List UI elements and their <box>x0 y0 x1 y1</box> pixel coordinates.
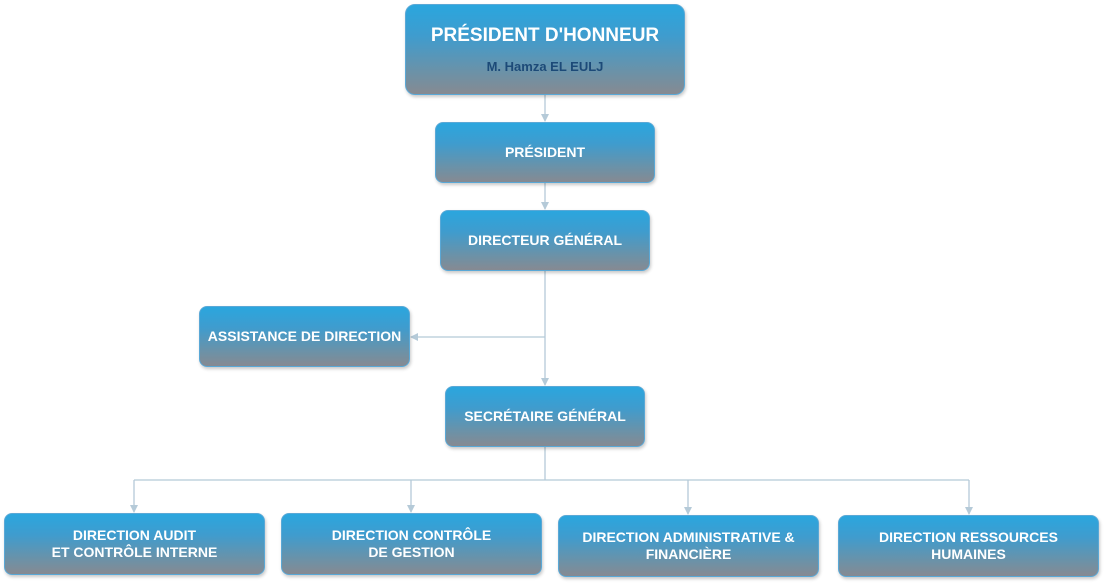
node-secretaire-general: SECRÉTAIRE GÉNÉRAL <box>445 386 645 447</box>
node-direction-administrative-financiere: DIRECTION ADMINISTRATIVE & FINANCIÈRE <box>558 515 819 577</box>
node-president: PRÉSIDENT <box>435 122 655 183</box>
node-direction-ressources-humaines-label: DIRECTION RESSOURCES HUMAINES <box>879 529 1058 562</box>
node-direction-controle-gestion: DIRECTION CONTRÔLE DE GESTION <box>281 513 542 575</box>
node-directeur-general-label: DIRECTEUR GÉNÉRAL <box>467 232 622 248</box>
node-directeur-general: DIRECTEUR GÉNÉRAL <box>440 210 650 271</box>
node-assistance-direction: ASSISTANCE DE DIRECTION <box>199 306 410 367</box>
node-direction-controle-gestion-label: DIRECTION CONTRÔLE DE GESTION <box>331 527 492 560</box>
node-president-honneur-name: M. Hamza EL EULJ <box>486 59 604 74</box>
node-president-honneur: PRÉSIDENT D'HONNEUR M. Hamza EL EULJ <box>405 4 685 95</box>
node-president-honneur-title: PRÉSIDENT D'HONNEUR <box>430 25 660 46</box>
node-secretaire-general-label: SECRÉTAIRE GÉNÉRAL <box>464 408 626 424</box>
node-direction-audit-label: DIRECTION AUDIT ET CONTRÔLE INTERNE <box>51 527 218 560</box>
node-direction-administrative-financiere-label: DIRECTION ADMINISTRATIVE & FINANCIÈRE <box>582 529 795 562</box>
node-direction-ressources-humaines: DIRECTION RESSOURCES HUMAINES <box>838 515 1099 577</box>
node-president-label: PRÉSIDENT <box>504 144 586 160</box>
node-assistance-direction-label: ASSISTANCE DE DIRECTION <box>207 328 402 344</box>
node-direction-audit: DIRECTION AUDIT ET CONTRÔLE INTERNE <box>4 513 265 575</box>
